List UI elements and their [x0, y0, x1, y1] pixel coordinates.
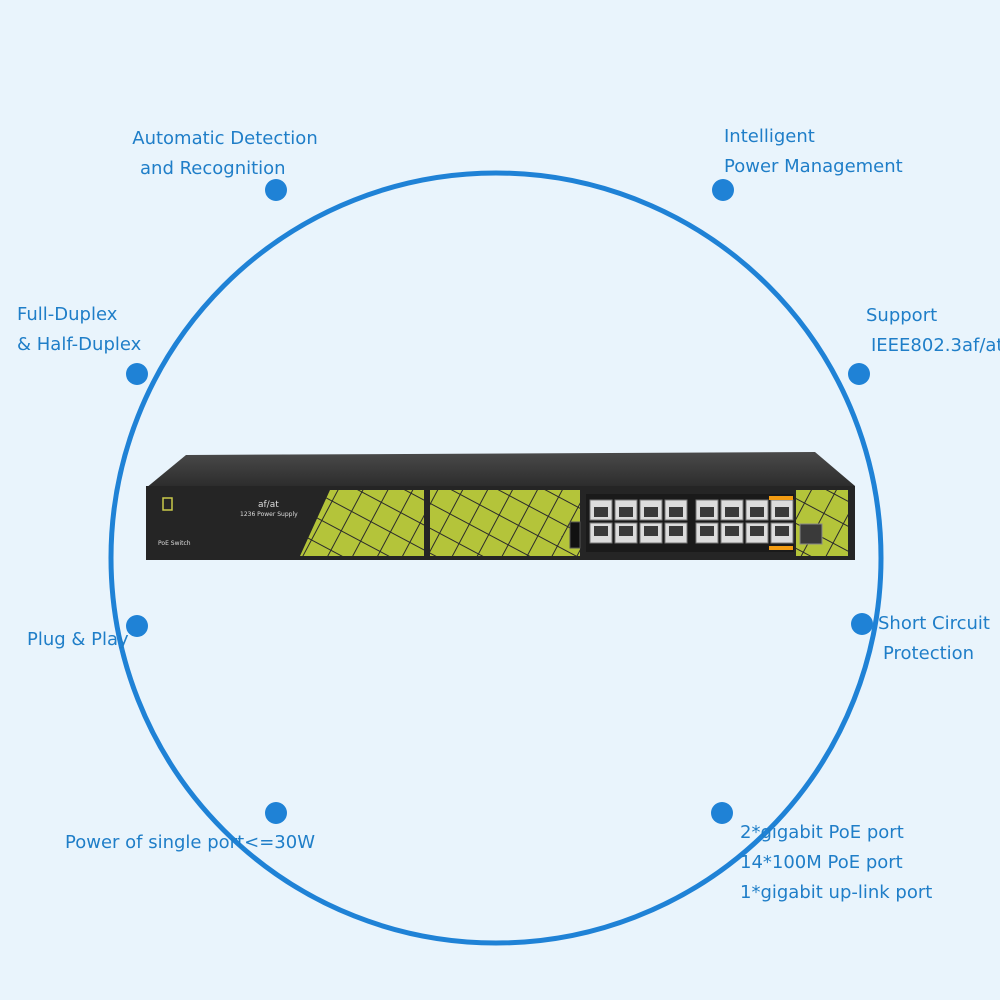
- feature-short-circuit: Short Circuit Protection: [878, 609, 990, 669]
- poe-switch-device: af/at 1236 Power Supply PoE Switch: [146, 452, 855, 560]
- feature-short-circuit-line1: Short Circuit: [878, 613, 990, 634]
- detection-dot: [265, 179, 287, 201]
- device-name: PoE Switch: [158, 540, 191, 547]
- rj45-port-opening: [775, 507, 789, 517]
- feature-ieee-line1: Support: [866, 305, 938, 326]
- feature-single-port-line1: Power of single port<=30W: [65, 832, 315, 853]
- rj45-port-opening: [644, 507, 658, 517]
- single-port-dot: [265, 802, 287, 824]
- rj45-port-opening: [775, 526, 789, 536]
- feature-duplex-line2: & Half-Duplex: [17, 334, 142, 355]
- rj45-port-opening: [619, 526, 633, 536]
- feature-ports-line3: 1*gigabit up-link port: [740, 882, 933, 903]
- brand-logo-icon: [162, 497, 173, 511]
- uplink-port: [799, 523, 823, 545]
- rj45-port-opening: [619, 507, 633, 517]
- feature-single-port: Power of single port<=30W: [65, 828, 315, 858]
- rj45-port-opening: [750, 507, 764, 517]
- feature-ieee-line2: IEEE802.3af/at: [871, 335, 1000, 356]
- feature-ports-line2: 14*100M PoE port: [740, 852, 903, 873]
- feature-detection-line2: and Recognition: [140, 158, 286, 179]
- feature-power-mgmt-line1: Intelligent: [724, 126, 815, 147]
- ports-dot: [711, 802, 733, 824]
- rj45-port-opening: [644, 526, 658, 536]
- model-line2: 1236 Power Supply: [240, 511, 298, 518]
- short-circuit-dot: [851, 613, 873, 635]
- rj45-port-grid: [589, 496, 794, 550]
- left-green-panel: [300, 490, 424, 556]
- feature-detection-line1: Automatic Detection: [132, 128, 318, 149]
- rj45-port-opening: [669, 526, 683, 536]
- power-mgmt-dot: [712, 179, 734, 201]
- gigabit-marker: [769, 546, 793, 550]
- right-green-panel: [796, 490, 848, 556]
- rj45-port-opening: [725, 526, 739, 536]
- mode-switch: [569, 521, 581, 549]
- model-line1: af/at: [258, 500, 279, 510]
- center-green-panel: [430, 490, 580, 556]
- feature-duplex: Full-Duplex & Half-Duplex: [17, 300, 141, 360]
- feature-duplex-line1: Full-Duplex: [17, 304, 118, 325]
- switch-top-lid: [146, 452, 855, 488]
- rj45-port-opening: [700, 507, 714, 517]
- feature-ieee: Support IEEE802.3af/at: [866, 301, 1000, 361]
- feature-ports: 2*gigabit PoE port 14*100M PoE port 1*gi…: [740, 818, 932, 908]
- feature-detection: Automatic Detection and Recognition: [130, 124, 320, 184]
- feature-short-circuit-line2: Protection: [883, 643, 975, 664]
- duplex-dot: [126, 363, 148, 385]
- ieee-dot: [848, 363, 870, 385]
- feature-ring: [108, 170, 884, 946]
- rj45-port-opening: [669, 507, 683, 517]
- feature-ports-line1: 2*gigabit PoE port: [740, 822, 904, 843]
- rj45-port-opening: [750, 526, 764, 536]
- feature-power-mgmt-line2: Power Management: [724, 156, 903, 177]
- rj45-port-opening: [725, 507, 739, 517]
- plug-dot: [126, 615, 148, 637]
- rj45-port-opening: [594, 507, 608, 517]
- rj45-port-opening: [594, 526, 608, 536]
- gigabit-marker: [769, 496, 793, 500]
- feature-plug: Plug & Play: [27, 625, 129, 655]
- feature-power-mgmt: Intelligent Power Management: [724, 122, 903, 182]
- feature-plug-line1: Plug & Play: [27, 629, 129, 650]
- rj45-port-opening: [700, 526, 714, 536]
